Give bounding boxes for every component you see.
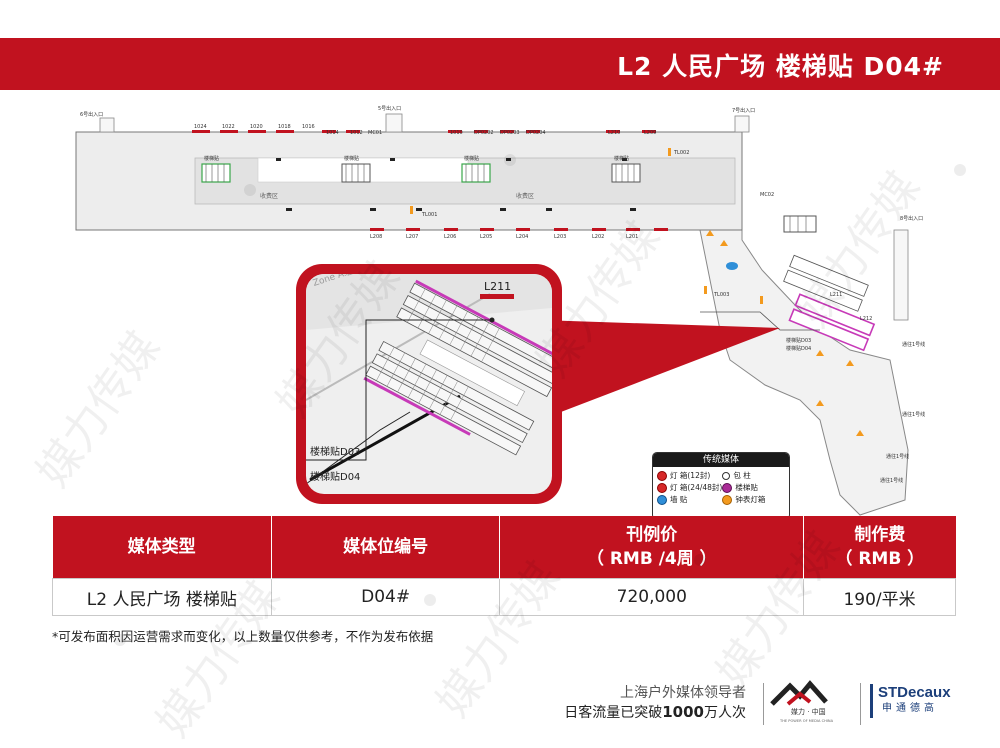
media-code: DP0202 [474, 130, 494, 136]
escalator-label: 楼梯贴 [344, 155, 359, 162]
escalator-label: 楼梯贴 [204, 155, 219, 162]
legend-item: 钟表灯箱 [722, 494, 785, 505]
media-code: L201 [626, 234, 638, 240]
media-code: L205 [480, 234, 492, 240]
legend-item: 墙 贴 [657, 494, 722, 505]
wall-sticker-marker [726, 262, 738, 270]
transfer-label: 通往1号线 [886, 453, 909, 460]
slogan-line-1: 上海户外媒体领导者 [620, 685, 746, 701]
station-map: 6号出入口 5号出入口 7号出入口 8号出入口 1024 1022 1020 1… [75, 105, 925, 516]
blue-circle-icon [657, 494, 667, 505]
header-band [0, 38, 1000, 90]
slogan: 上海户外媒体领导者 日客流量已突破1000万人次 [564, 684, 746, 723]
zone-a-escalators [783, 254, 876, 352]
table-header-row: 媒体类型 媒体位编号 刊例价（ RMB /4周 ） 制作费（ RMB ） [52, 516, 956, 579]
media-code: 1016 [302, 124, 315, 130]
footer-divider [763, 683, 764, 725]
zone-label: 收费区 [516, 192, 534, 200]
legend-item: 灯 箱(12封) [657, 470, 722, 481]
media-code: 1020 [250, 124, 263, 130]
purple-circle-icon [722, 482, 733, 493]
exit-label: 6号出入口 [80, 111, 103, 118]
red-circle-icon [657, 482, 667, 493]
page-title: L2 人民广场 楼梯贴 D04# [617, 52, 944, 81]
media-legend: 传统媒体 灯 箱(12封) 包 柱 灯 箱(24/48封) 楼梯贴 墙 贴 钟表… [652, 452, 790, 520]
cell-production-fee: 190/平米 [803, 578, 956, 616]
header-media-type: 媒体类型 [52, 516, 272, 579]
mountain-icon: 媒力 · 中国 THE POWER OF MEDIA CHINA [770, 680, 834, 723]
escalator-2 [341, 163, 371, 183]
media-code: L208 [370, 234, 382, 240]
media-code: TL003 [713, 292, 729, 298]
escalator-1 [201, 163, 231, 183]
media-code: 1024 [194, 124, 207, 130]
exit-label: 7号出入口 [732, 107, 755, 114]
media-code: MC01 [368, 130, 382, 136]
media-code: TL002 [673, 150, 689, 156]
media-code: L209 [644, 130, 656, 136]
meili-logo: 媒力 · 中国 THE POWER OF MEDIA CHINA [766, 680, 856, 728]
media-code: L211 [830, 292, 842, 298]
cell-price: 720,000 [499, 578, 805, 616]
media-code: TL001 [421, 212, 437, 218]
table-row: L2 人民广场 楼梯贴 D04# 720,000 190/平米 [52, 578, 956, 616]
escalator-4 [611, 163, 641, 183]
legend-title: 传统媒体 [653, 453, 789, 467]
exit-label: 5号出入口 [378, 105, 401, 112]
legend-item: 包 柱 [722, 470, 785, 481]
footnote: *可发布面积因运营需求而变化，以上数量仅供参考，不作为发布依据 [52, 629, 434, 644]
media-code: L203 [554, 234, 566, 240]
transfer-label: 通往1号线 [902, 341, 925, 348]
media-code: L212 [860, 316, 872, 322]
header-price: 刊例价（ RMB /4周 ） [499, 516, 805, 579]
escalator-label: 楼梯贴D04 [786, 345, 811, 352]
inset-code-label: L211 [484, 280, 511, 293]
media-code: L202 [592, 234, 604, 240]
exit-label: 8号出入口 [900, 215, 923, 222]
media-code: DP0203 [500, 130, 520, 136]
media-code: 1012 [350, 130, 363, 136]
escalator-label: 楼梯贴 [614, 155, 629, 162]
svg-text:THE POWER OF MEDIA CHINA: THE POWER OF MEDIA CHINA [779, 719, 834, 723]
media-table: 媒体类型 媒体位编号 刊例价（ RMB /4周 ） 制作费（ RMB ） L2 … [52, 516, 956, 616]
slogan-line-2: 日客流量已突破1000万人次 [564, 703, 746, 721]
ring-circle-icon [722, 471, 731, 480]
escalator-right [783, 215, 817, 233]
media-code: L206 [444, 234, 456, 240]
svg-text:媒力 · 中国: 媒力 · 中国 [791, 707, 826, 716]
stdecaux-sub: 申通德高 [882, 703, 938, 714]
header-production-fee: 制作费（ RMB ） [803, 516, 956, 579]
header-media-id: 媒体位编号 [271, 516, 501, 579]
escalator-label: 楼梯贴D03 [786, 337, 811, 344]
orange-circle-icon [722, 494, 733, 505]
inset-label-d04: 楼梯贴D04 [310, 470, 360, 483]
callout-pointer [540, 320, 780, 420]
legend-item: 灯 箱(24/48封) [657, 482, 722, 493]
media-code: L204 [516, 234, 528, 240]
media-code: L210 [608, 130, 620, 136]
media-code: 1018 [278, 124, 291, 130]
legend-item: 楼梯贴 [722, 482, 785, 493]
media-code: MC02 [760, 192, 774, 198]
cell-media-id: D04# [270, 578, 501, 616]
zone-label: 收费区 [260, 192, 278, 200]
stdecaux-name: STDecaux [878, 684, 951, 701]
media-code: 1010 [450, 130, 463, 136]
media-code: DP0204 [526, 130, 546, 136]
escalator-label: 楼梯贴 [464, 155, 479, 162]
red-circle-icon [657, 470, 667, 481]
inset-label-d03: 楼梯贴D03 [310, 445, 360, 458]
escalator-3 [461, 163, 491, 183]
cell-media-type: L2 人民广场 楼梯贴 [52, 578, 272, 616]
transfer-label: 通往1号线 [880, 477, 903, 484]
media-code: 1022 [222, 124, 235, 130]
media-code: L207 [406, 234, 418, 240]
media-code: 1014 [326, 130, 339, 136]
footer-divider [860, 683, 861, 725]
transfer-label: 通往1号线 [902, 411, 925, 418]
stdecaux-logo: STDecaux 申通德高 [870, 684, 970, 718]
